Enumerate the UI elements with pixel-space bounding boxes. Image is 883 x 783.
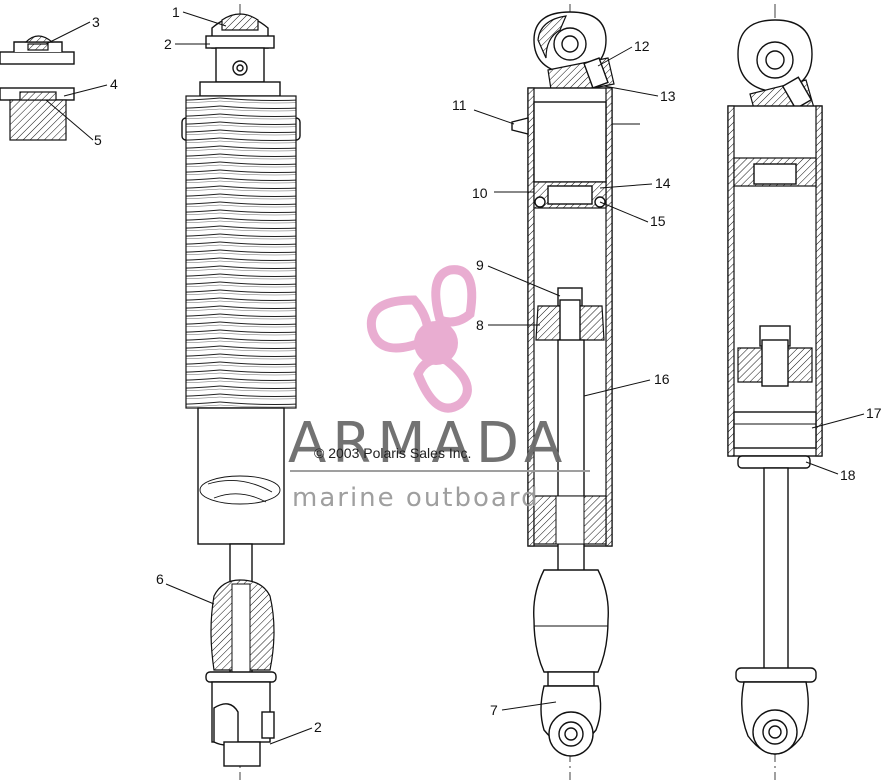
callout-4: 4 [110,76,118,92]
watermark-title: ARMADA [288,411,568,476]
callout-16: 16 [654,371,670,387]
callout-11: 11 [452,97,467,113]
callout-3: 3 [92,14,100,30]
callout-13: 13 [660,88,676,104]
watermark-subtitle: marine outboard [292,483,540,513]
callout-1: 1 [172,4,180,20]
callout-12: 12 [634,38,650,54]
callout-14: 14 [655,175,671,191]
callout-17: 17 [866,405,882,421]
shock-assembly-right-cutaway [727,4,823,780]
callout-18: 18 [840,467,856,483]
detail-inset-top [0,35,75,65]
shock-assembly-middle-cutaway [511,4,640,780]
callout-6: 6 [156,571,164,587]
callout-2-top: 2 [164,36,172,52]
callout-9: 9 [476,257,484,273]
callout-labels: 1 2 3 4 5 6 2 7 8 9 10 11 12 13 14 15 16 [45,4,882,745]
callout-5: 5 [94,132,102,148]
callout-7: 7 [490,702,498,718]
propeller-logo-icon [366,265,477,413]
armada-watermark: ARMADA marine outboard [288,265,590,513]
callout-2-bottom: 2 [314,719,322,735]
callout-15: 15 [650,213,666,229]
detail-inset-bottom [0,87,75,141]
callout-10: 10 [472,185,488,201]
shock-assembly-left [181,4,301,780]
callout-8: 8 [476,317,484,333]
copyright-text: © 2003 Polaris Sales Inc. [314,445,471,461]
